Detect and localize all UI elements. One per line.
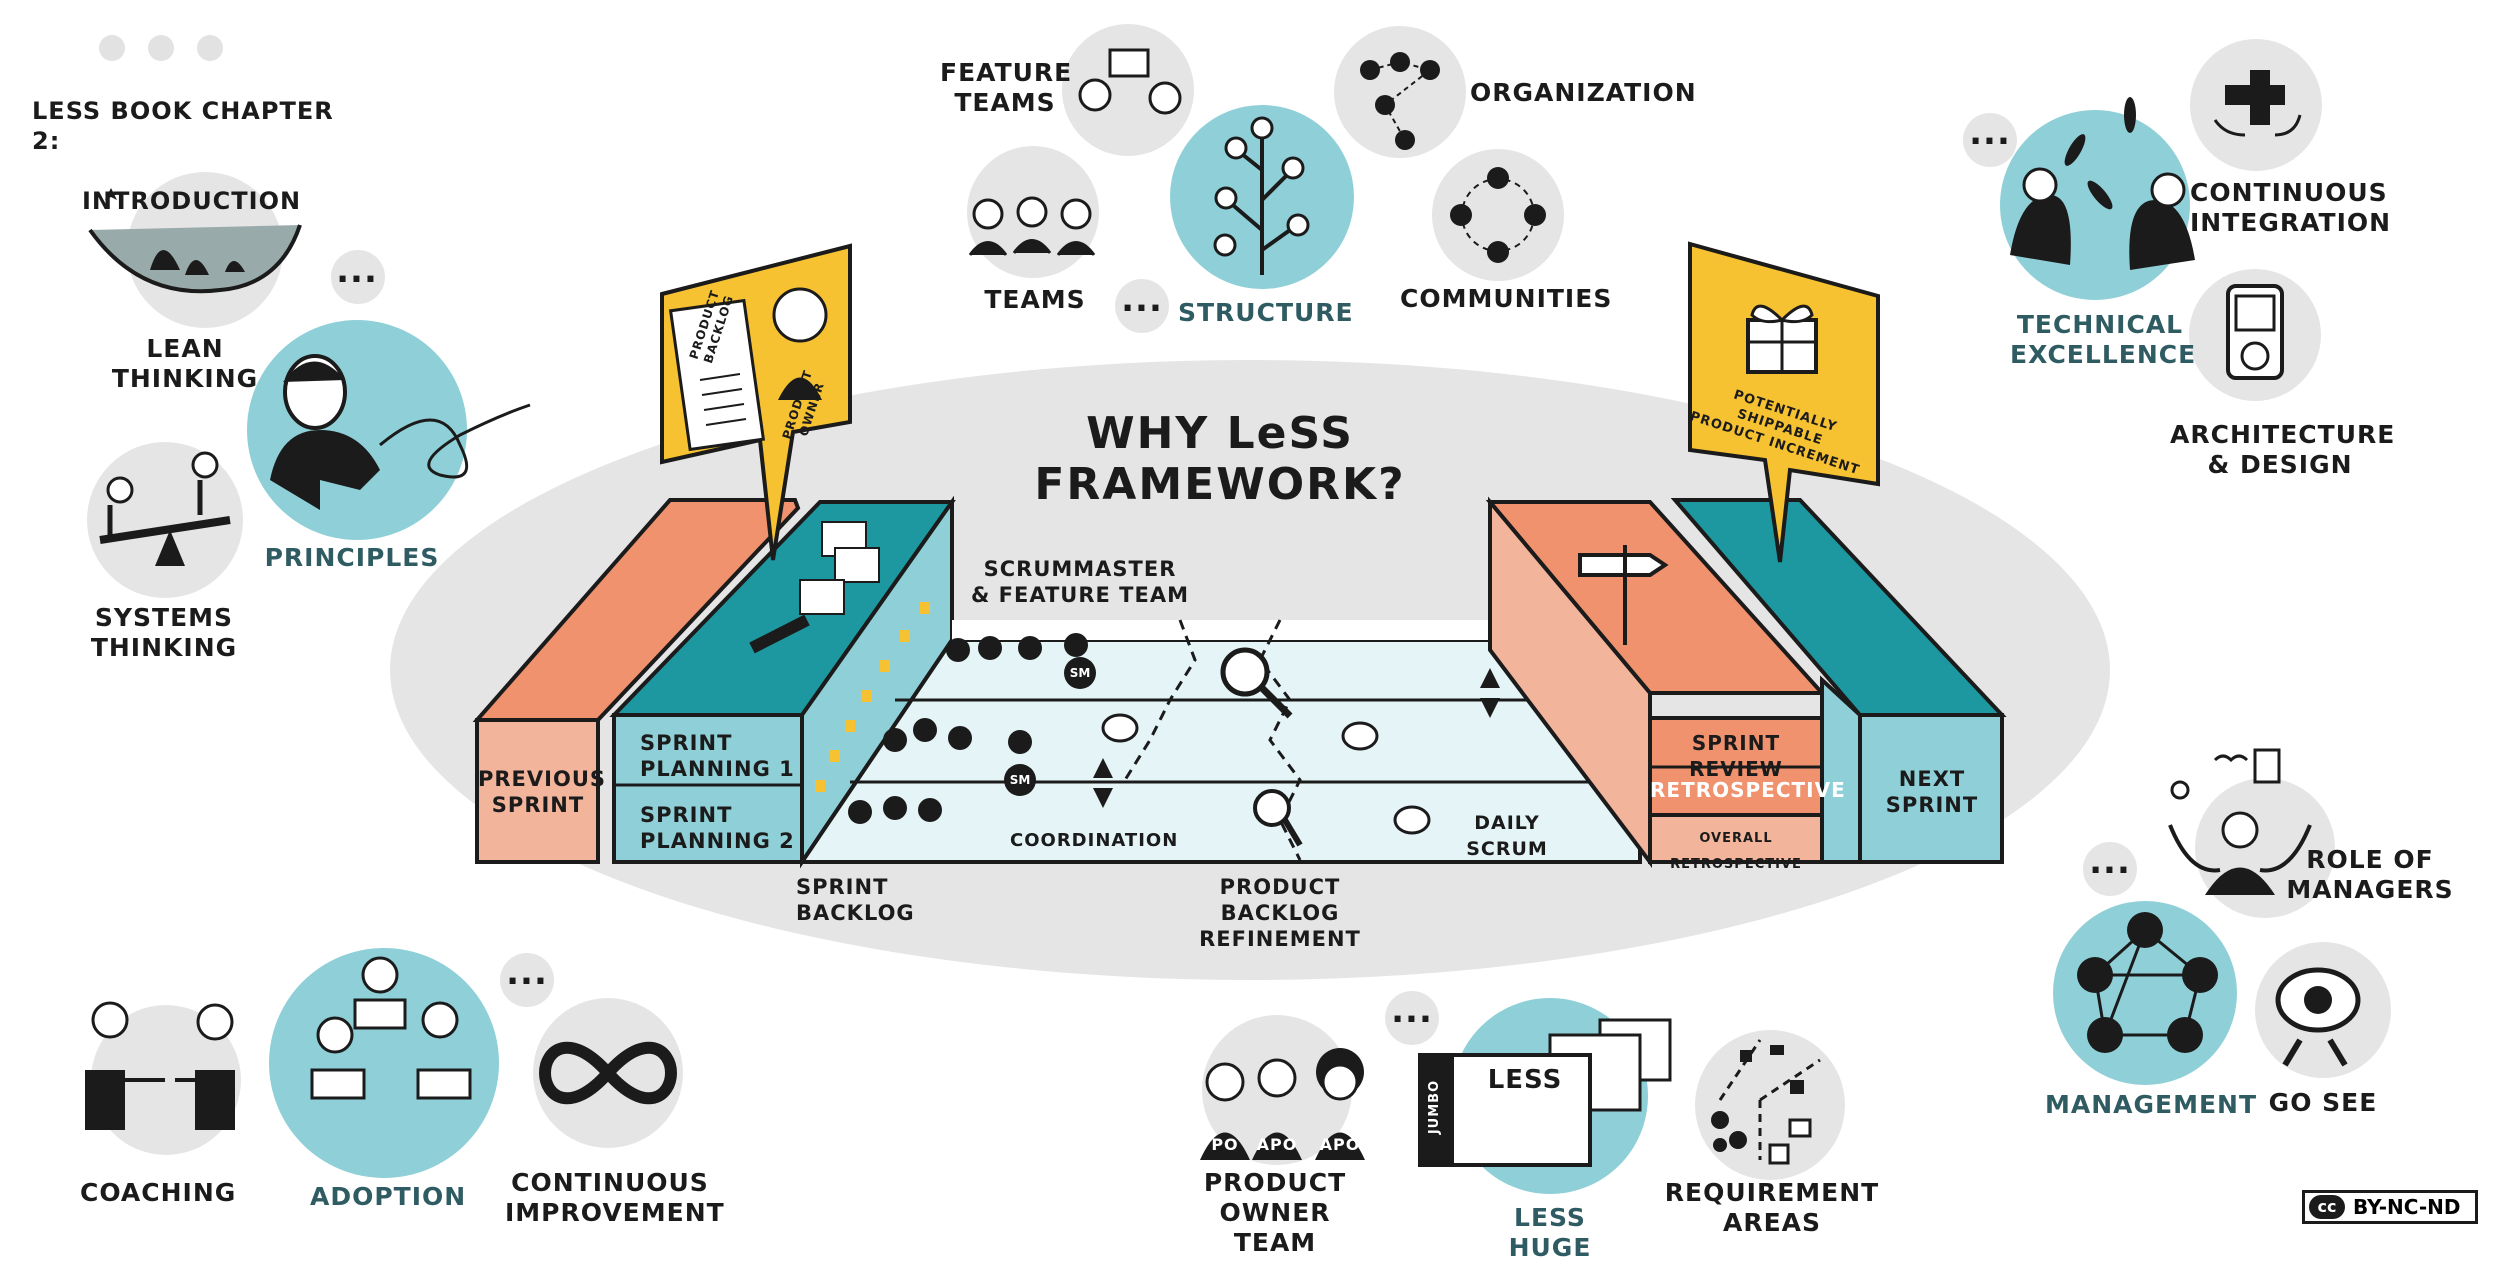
management-label: MANAGEMENT xyxy=(2045,1090,2258,1119)
chapter-title-line1: LeSS BOOK CHAPTER 2: xyxy=(32,97,334,155)
sticky-notes-icon xyxy=(749,521,930,792)
previous-sprint-label: PREVIOUS SPRINT xyxy=(478,767,607,817)
technical-excellence-label: TECHNICAL EXCELLENCE xyxy=(2010,310,2197,369)
retrospective-label: RETROSPECTIVE xyxy=(1650,778,1846,802)
product-backlog-sign xyxy=(660,243,852,561)
less-huge-more-icon xyxy=(1385,991,1439,1045)
go-see-label: GO SEE xyxy=(2268,1088,2378,1117)
principles-ellipsis: ... xyxy=(336,251,378,291)
systems-thinking-icon xyxy=(87,442,243,598)
adoption-label: ADOPTION xyxy=(310,1182,467,1211)
apo-badge-1: APO xyxy=(1256,1135,1298,1154)
jumbo-label: JUMBO xyxy=(1427,1079,1442,1135)
scrummaster-feature-team-label: SCRUMMASTER & FEATURE TEAM xyxy=(971,557,1189,607)
adoption-ellipsis: ... xyxy=(506,953,548,993)
teams-more-icon xyxy=(1115,279,1169,333)
continuous-integration-icon xyxy=(2190,39,2322,171)
speech-bubble-icon xyxy=(1101,713,1431,835)
feature-teams-label: FEATURE TEAMS xyxy=(940,58,1073,117)
product-owner-team-label: PRODUCT OWNER TEAM xyxy=(1203,1168,1347,1257)
cc-logo-icon: cc xyxy=(2309,1195,2345,1219)
less-huge-ellipsis: ... xyxy=(1391,991,1433,1031)
window-dots-icon xyxy=(99,35,223,61)
less-huge-label: LeSS HUGE xyxy=(1508,1203,1592,1262)
adoption-more-icon xyxy=(500,953,554,1007)
sprint-planning-1-label: SPRINT PLANNING 1 xyxy=(640,731,795,781)
sprint-review-label: SPRINT REVIEW xyxy=(1689,731,1783,781)
product-backlog-refinement-label: PRODUCT BACKLOG REFINEMENT xyxy=(1199,875,1361,951)
coaching-icon xyxy=(85,1001,241,1155)
organization-label: ORGANIZATION xyxy=(1470,78,1697,107)
lean-thinking-icon xyxy=(88,172,302,328)
license-badge: cc BY-NC-ND xyxy=(2302,1190,2478,1224)
requirement-areas-label: REQUIREMENT AREAS xyxy=(1664,1178,1880,1237)
previous-sprint-block xyxy=(472,498,801,864)
adoption-icon xyxy=(269,948,499,1178)
structure-label: STRUCTURE xyxy=(1178,298,1354,327)
refinement-arrow-icon xyxy=(1480,668,1500,718)
feature-teams-icon xyxy=(1062,24,1194,156)
architecture-design-label: ARCHITECTURE & DESIGN xyxy=(2170,420,2396,479)
center-title: WHY LeSS FRAMEWORK? xyxy=(1034,408,1406,510)
sm-badge-2: SM xyxy=(1010,773,1031,787)
teams-icon xyxy=(967,146,1099,278)
communities-icon xyxy=(1432,149,1564,281)
less-box-label: LeSS xyxy=(1487,1065,1563,1095)
overall-retrospective-label: OVERALL RETROSPECTIVE xyxy=(1670,831,1802,872)
principles-label: PRINCIPLES xyxy=(264,543,440,572)
go-see-icon xyxy=(2255,942,2391,1078)
chapter-title: LeSS BOOK CHAPTER 2: INTRODUCTION xyxy=(32,66,352,246)
magnifier-icon xyxy=(1220,647,1303,847)
coordination-arrow-icon xyxy=(1093,758,1113,808)
technical-excellence-icon xyxy=(2000,97,2195,300)
management-icon xyxy=(2053,901,2237,1085)
less-huge-icon xyxy=(1418,998,1672,1194)
sprint-planning-2-label: SPRINT PLANNING 2 xyxy=(640,803,795,853)
principles-icon xyxy=(247,320,531,540)
role-of-managers-label: ROLE OF MANAGERS xyxy=(2286,845,2454,904)
po-badge: PO xyxy=(1211,1135,1239,1154)
technical-ellipsis: ... xyxy=(1969,113,2011,153)
continuous-improvement-icon xyxy=(533,998,683,1148)
apo-badge-2: APO xyxy=(1319,1135,1361,1154)
sprint-floor xyxy=(798,619,1642,864)
teams-ellipsis: ... xyxy=(1121,280,1163,320)
structure-tree-icon xyxy=(1170,105,1354,289)
next-sprint-block xyxy=(1670,498,2007,864)
teams-label: TEAMS xyxy=(984,285,1086,314)
next-sprint-label: NEXT SPRINT xyxy=(1885,767,1979,817)
principles-more-icon xyxy=(331,250,385,304)
coaching-label: COACHING xyxy=(80,1178,237,1207)
role-of-managers-icon xyxy=(2168,748,2335,918)
increment-sign xyxy=(1688,241,1880,563)
communities-label: COMMUNITIES xyxy=(1400,284,1613,313)
license-text: BY-NC-ND xyxy=(2353,1195,2461,1219)
management-ellipsis: ... xyxy=(2089,842,2131,882)
organization-icon xyxy=(1334,26,1466,158)
product-owner-team-icon xyxy=(1200,1015,1365,1165)
sprint-backlog-label: SPRINT BACKLOG xyxy=(796,875,915,925)
daily-scrum-label: DAILY SCRUM xyxy=(1466,812,1548,860)
sprint-review-block xyxy=(1485,496,1827,868)
management-more-icon xyxy=(2083,842,2137,896)
requirement-areas-icon xyxy=(1695,1030,1845,1180)
coordination-label: COORDINATION xyxy=(1010,830,1179,851)
systems-thinking-label: SYSTEMS THINKING xyxy=(90,603,238,662)
sm-badge-1: SM xyxy=(1070,666,1091,680)
technical-more-icon xyxy=(1963,113,2017,167)
feature-team-members: SM SM xyxy=(848,633,1096,824)
lean-thinking-label: LEAN THINKING xyxy=(111,334,259,393)
continuous-improvement-label: CONTINUOUS IMPROVEMENT xyxy=(505,1168,725,1227)
chapter-title-line2: INTRODUCTION xyxy=(82,187,302,215)
continuous-integration-label: CONTINUOUS INTEGRATION xyxy=(2190,178,2392,237)
architecture-design-icon xyxy=(2189,269,2321,401)
